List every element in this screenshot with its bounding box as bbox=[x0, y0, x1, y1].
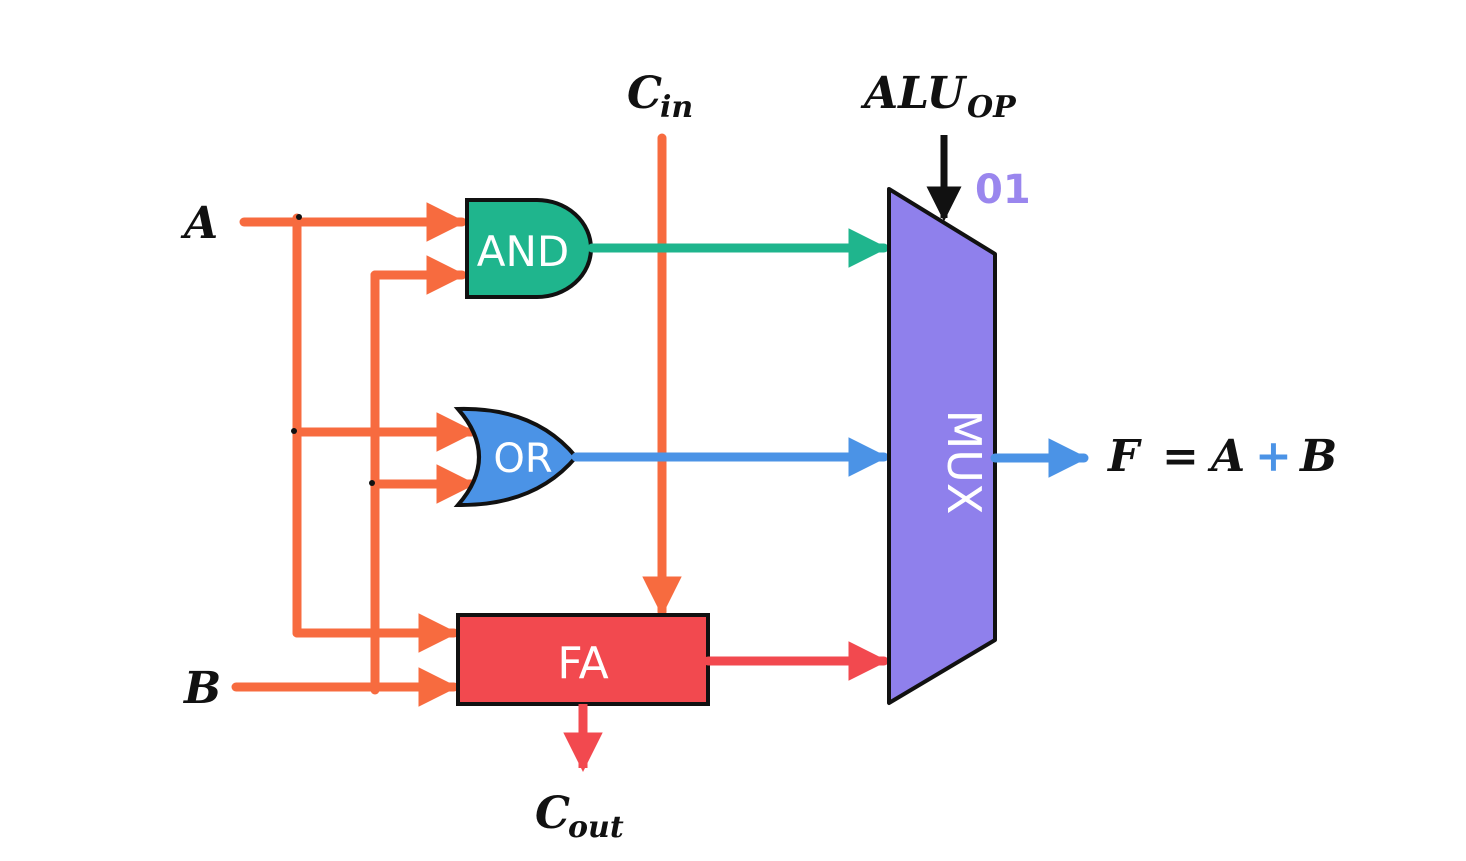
input-a-label: A bbox=[180, 198, 218, 249]
junction-dot bbox=[296, 214, 302, 220]
cout-label-main: C bbox=[535, 788, 570, 839]
full-adder-label: FA bbox=[557, 638, 608, 689]
cin-label-main: C bbox=[627, 68, 662, 119]
junction-dot bbox=[369, 480, 375, 486]
output-a: A bbox=[1207, 431, 1245, 482]
cin-label-sub: in bbox=[660, 90, 693, 125]
output-equation: F = A + B bbox=[1106, 431, 1337, 482]
and-gate-label: AND bbox=[477, 227, 570, 276]
cin-label: C in bbox=[627, 68, 693, 125]
mux-body bbox=[887, 187, 997, 705]
junction-dots bbox=[291, 214, 375, 486]
and-gate: AND bbox=[465, 198, 593, 299]
aluop-label: ALU OP bbox=[860, 68, 1017, 125]
or-gate-label: OR bbox=[493, 436, 552, 482]
aluop-label-main: ALU bbox=[860, 68, 968, 119]
output-f: F bbox=[1106, 431, 1142, 482]
output-equals: = bbox=[1162, 431, 1199, 482]
output-plus: + bbox=[1255, 431, 1292, 482]
or-gate: OR bbox=[453, 406, 579, 508]
cout-label: C out bbox=[535, 788, 624, 845]
output-b: B bbox=[1298, 431, 1337, 482]
full-adder-block: FA bbox=[456, 613, 710, 706]
cout-label-sub: out bbox=[568, 810, 624, 845]
aluop-label-sub: OP bbox=[967, 90, 1017, 125]
mux-label: MUX bbox=[937, 410, 991, 515]
mux-block: MUX bbox=[887, 187, 997, 705]
select-value: 01 bbox=[975, 167, 1031, 213]
input-b-label: B bbox=[182, 663, 221, 714]
junction-dot bbox=[291, 428, 297, 434]
input-wires bbox=[231, 133, 682, 707]
full-adder-body bbox=[456, 613, 710, 706]
or-gate-body bbox=[453, 406, 579, 508]
